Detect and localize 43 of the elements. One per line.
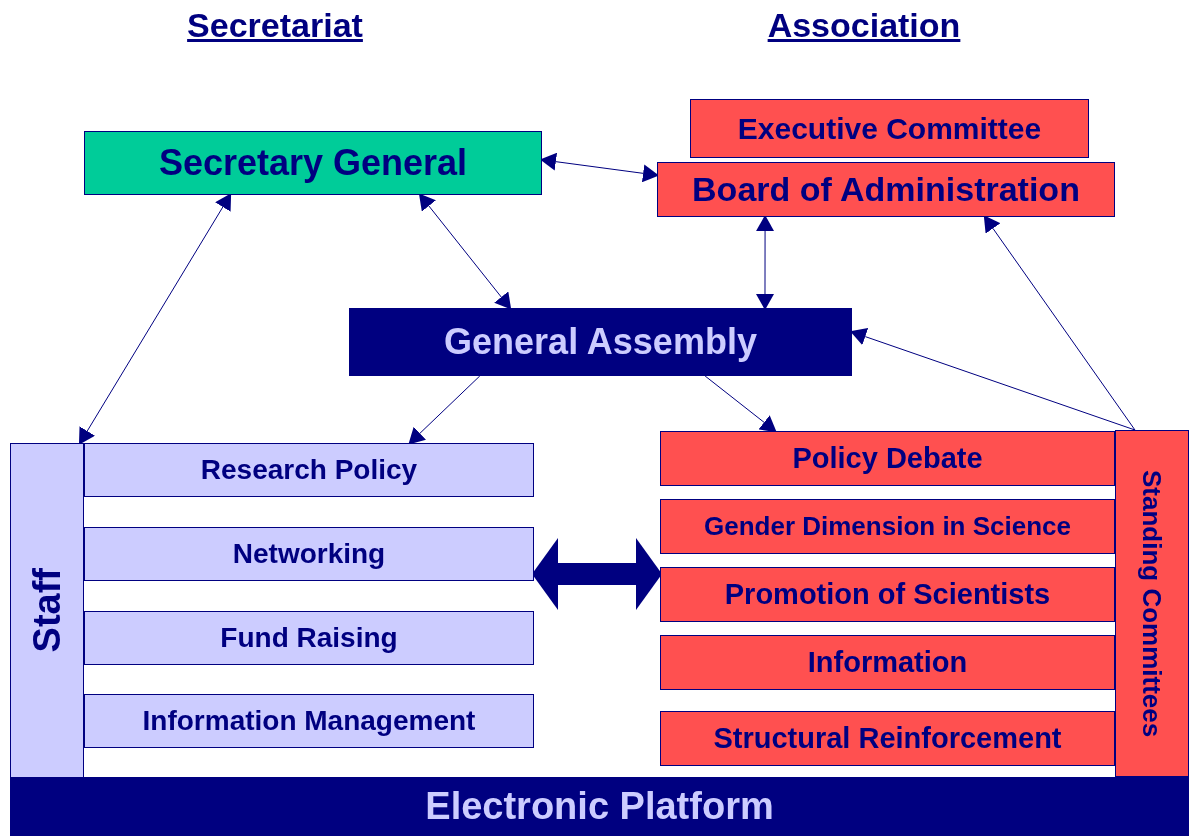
box-label: Information Management [142,705,476,737]
arrow [850,328,1136,431]
box-label: Electronic Platform [425,785,774,828]
box-label: Promotion of Scientists [724,578,1051,611]
double-arrow [532,538,662,610]
org-box [660,635,1115,690]
box-label: Research Policy [200,454,418,486]
arrow [540,152,659,183]
arrow [78,193,232,445]
arrow [983,215,1136,431]
box-label: Information [807,646,968,679]
org-box [660,431,1115,486]
box-label: General Assembly [444,322,757,362]
org-box [660,567,1115,622]
box-label: Fund Raising [220,622,398,654]
org-box [84,694,534,748]
arrow [408,375,481,445]
side-bar [10,443,84,778]
side-bar [1115,430,1189,777]
box-label: Standing Committees [1139,469,1165,738]
arrow [756,215,775,310]
box-label: Board of Administration [692,170,1080,209]
column-heading: Secretariat [187,6,363,45]
box-label: Secretary General [158,143,468,183]
org-box [657,162,1115,217]
org-box [690,99,1089,158]
box-label: Networking [232,538,386,570]
box-label: Executive Committee [737,112,1042,145]
org-box [84,443,534,497]
org-box [349,308,852,376]
arrow [704,375,777,433]
org-box [84,131,542,195]
org-box [84,527,534,581]
column-heading: Association [767,6,961,45]
box-label: Staff [28,568,66,653]
org-box [660,711,1115,766]
org-box [10,777,1189,836]
org-box [84,611,534,665]
org-box [660,499,1115,554]
box-label: Structural Reinforcement [713,722,1062,755]
box-label: Gender Dimension in Science [704,512,1071,541]
arrow [418,193,512,310]
box-label: Policy Debate [792,442,983,475]
